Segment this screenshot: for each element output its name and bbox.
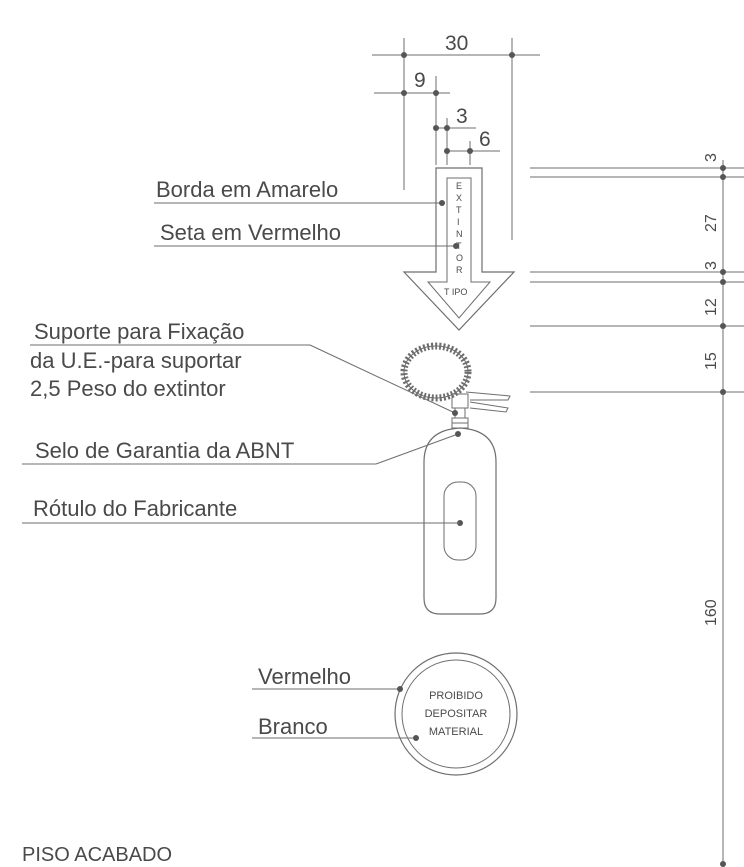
dimension-6: 6: [444, 128, 500, 165]
leader-borda: Borda em Amarelo: [154, 177, 445, 206]
dimension-9: 9: [374, 69, 450, 165]
label-borda-amarelo: Borda em Amarelo: [156, 177, 338, 202]
sign-line-1: PROIBIDO: [429, 690, 483, 702]
leader-rotulo: Rótulo do Fabricante: [22, 496, 460, 524]
arrow-letter-7: O: [456, 253, 463, 263]
label-selo-abnt: Selo de Garantia da ABNT: [35, 438, 294, 463]
dimension-3-top: 3: [433, 105, 476, 165]
leader-selo: Selo de Garantia da ABNT: [22, 431, 461, 465]
sign-line-3: MATERIAL: [429, 726, 483, 738]
dimension-30-label: 30: [445, 32, 468, 55]
leader-branco: Branco: [252, 714, 419, 741]
dimension-6-label: 6: [479, 128, 491, 151]
prohibition-sign: PROIBIDO DEPOSITAR MATERIAL: [394, 652, 518, 776]
dimension-15-label: 15: [703, 352, 720, 370]
dimension-12-label: 12: [703, 298, 720, 316]
arrow-letter-2: X: [456, 193, 462, 203]
arrow-letter-8: R: [456, 265, 463, 275]
arrow-letter-5: N: [456, 229, 463, 239]
label-suporte-line3: 2,5 Peso do extintor: [30, 376, 226, 401]
arrow-letter-4: I: [457, 217, 460, 227]
leader-seta: Seta em Vermelho: [154, 220, 459, 249]
label-branco: Branco: [258, 714, 328, 739]
label-suporte-line2: da U.E.-para suportar: [30, 348, 242, 373]
label-rotulo-fabricante: Rótulo do Fabricante: [33, 496, 237, 521]
leader-suporte: Suporte para Fixação da U.E.-para suport…: [30, 319, 458, 416]
dimension-9-label: 9: [414, 69, 426, 92]
label-suporte-line1: Suporte para Fixação: [34, 319, 244, 344]
dimension-3-top-label: 3: [456, 105, 468, 128]
leader-vermelho: Vermelho: [252, 664, 403, 692]
arrow-letter-1: E: [456, 181, 462, 191]
label-piso-acabado: PISO ACABADO: [22, 844, 172, 866]
dimension-3a-label: 3: [703, 153, 720, 162]
dimension-30: 30: [372, 32, 540, 240]
label-vermelho: Vermelho: [258, 664, 351, 689]
fire-extinguisher: [400, 342, 511, 615]
dimension-160-label: 160: [703, 599, 720, 626]
vertical-dimension-chain: 3 27 3 12 15 160: [530, 153, 744, 867]
arrow-sign: E X T I N T O R T IPO: [402, 167, 516, 331]
arrow-letter-3: T: [456, 205, 462, 215]
arrow-tipo-label: T IPO: [444, 287, 467, 297]
dimension-3b-label: 3: [703, 261, 720, 270]
dimension-27-label: 27: [703, 214, 720, 232]
sign-line-2: DEPOSITAR: [425, 708, 488, 720]
label-seta-vermelho: Seta em Vermelho: [160, 220, 341, 245]
